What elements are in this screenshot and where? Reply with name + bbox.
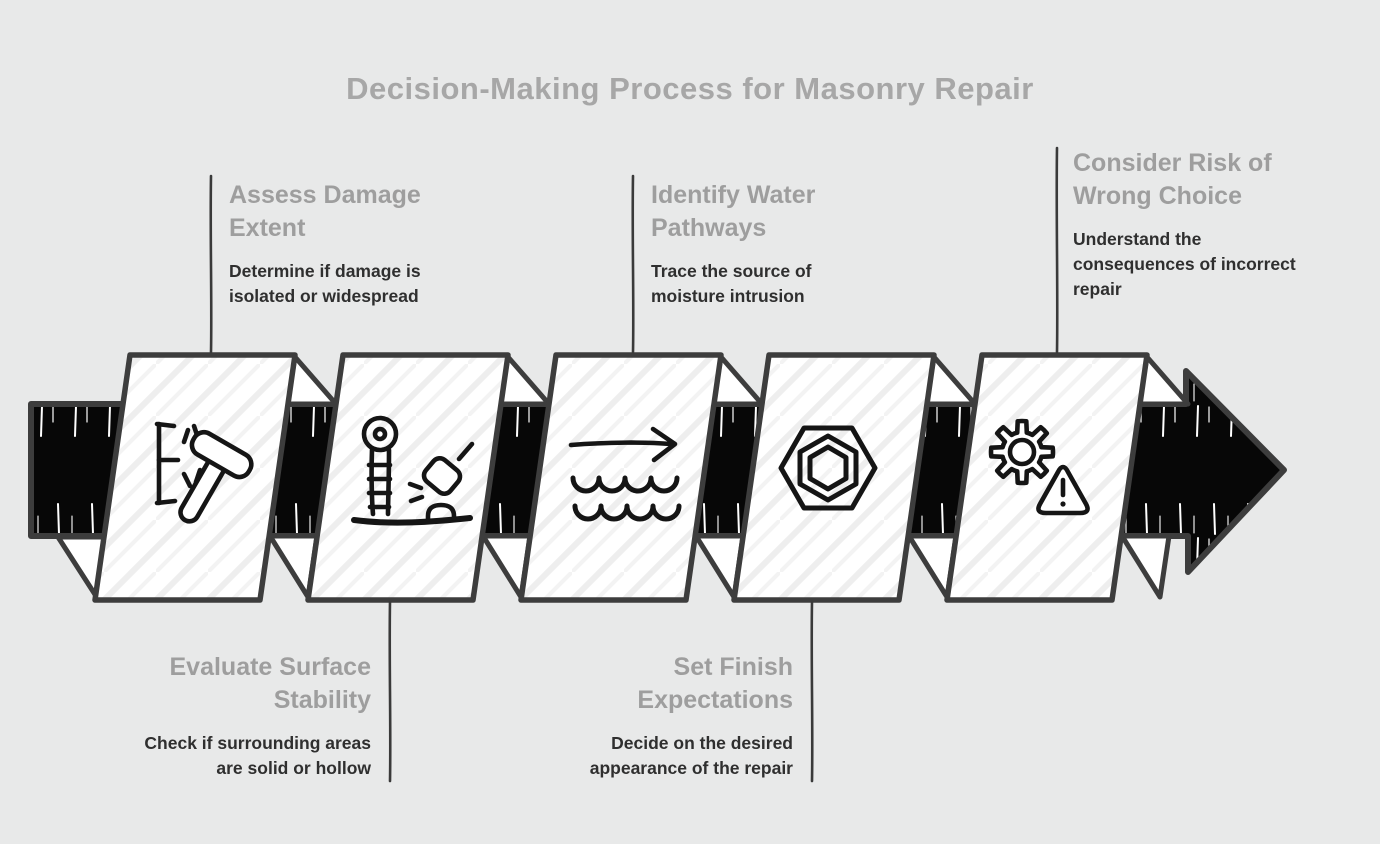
step-5-description: Understand the consequences of incorrect… [1073, 229, 1296, 299]
step-1-heading: Assess Damage Extent [229, 181, 421, 242]
step-2-heading: Evaluate Surface Stability [169, 653, 372, 714]
connector-lines [209, 146, 1059, 783]
step-card-5 [944, 352, 1150, 603]
connector-step-1 [209, 174, 213, 354]
step-5-heading: Consider Risk of Wrong Choice [1073, 149, 1272, 210]
step-3-description: Trace the source of moisture intrusion [651, 261, 812, 306]
connector-step-2 [388, 600, 392, 783]
step-label-3: Identify Water Pathways Trace the source… [651, 179, 886, 309]
connector-step-3 [631, 174, 635, 354]
step-card-2 [305, 352, 511, 603]
page-title: Decision-Making Process for Masonry Repa… [346, 71, 1034, 106]
gear-warning-icon [988, 418, 1090, 516]
step-4-description: Decide on the desired appearance of the … [589, 733, 793, 778]
step-cards [92, 352, 1150, 603]
step-card-1 [92, 352, 298, 603]
fold-bottom-5 [1119, 533, 1172, 600]
connector-step-5 [1055, 146, 1059, 354]
step-2-description: Check if surrounding areas are solid or … [144, 733, 371, 778]
hex-nut-icon [778, 425, 878, 511]
step-label-4: Set Finish Expectations Decide on the de… [523, 651, 793, 781]
ribbon-folds [55, 354, 1191, 600]
hammer-wall-icon [154, 421, 254, 524]
water-flow-arrow-icon [568, 426, 682, 522]
step-label-2: Evaluate Surface Stability Check if surr… [101, 651, 371, 781]
step-card-4 [731, 352, 937, 603]
step-card-3 [518, 352, 724, 603]
step-1-description: Determine if damage is isolated or wides… [229, 261, 421, 306]
step-3-heading: Identify Water Pathways [651, 181, 816, 242]
tap-test-gauge-icon [351, 415, 475, 526]
step-label-5: Consider Risk of Wrong Choice Understand… [1073, 147, 1335, 302]
step-label-1: Assess Damage Extent Determine if damage… [229, 179, 464, 309]
connector-step-4 [810, 600, 814, 783]
step-4-heading: Set Finish Expectations [637, 653, 793, 714]
